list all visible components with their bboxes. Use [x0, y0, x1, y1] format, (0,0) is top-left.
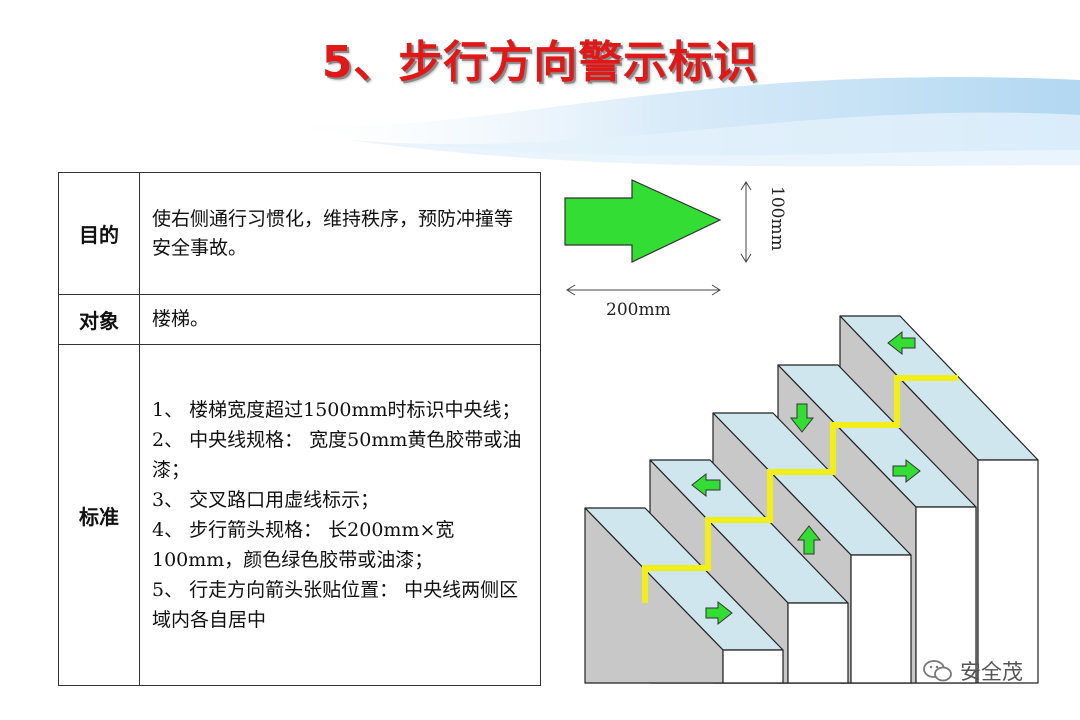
arrow-up-icon: [796, 525, 822, 555]
standard-item: 2、 中央线规格： 宽度50mm黄色胶带或油漆；: [152, 429, 522, 481]
table-row-purpose: 目的 使右侧通行习惯化，维持秩序，预防冲撞等安全事故。: [58, 172, 541, 295]
content-object: 楼梯。: [139, 294, 541, 345]
label-standard: 标准: [58, 344, 140, 686]
arrow-width-label: 200mm: [606, 300, 671, 320]
info-table: 目的 使右侧通行习惯化，维持秩序，预防冲撞等安全事故。 对象 楼梯。 标准 1、…: [58, 172, 541, 686]
arrow-right-icon: [705, 600, 733, 626]
page-title: 5、步行方向警示标识: [321, 37, 759, 88]
standard-item: 5、 行走方向箭头张贴位置： 中央线两侧区域内各自居中: [152, 579, 519, 631]
decorative-wave-background: [250, 77, 1080, 167]
table-row-standard: 标准 1、 楼梯宽度超过1500mm时标识中央线； 2、 中央线规格： 宽度50…: [58, 344, 541, 686]
stair-diagram: 200mm 100mm: [564, 179, 1039, 684]
arrow-left-icon: [691, 472, 721, 498]
direction-arrows: [691, 330, 921, 626]
standard-item: 3、 交叉路口用虚线标示；: [152, 489, 380, 511]
content-standard: 1、 楼梯宽度超过1500mm时标识中央线； 2、 中央线规格： 宽度50mm黄…: [139, 344, 541, 686]
center-line: [642, 375, 958, 603]
label-object: 对象: [58, 294, 140, 345]
green-arrow-icon: [564, 179, 722, 263]
watermark-text: 安全茂: [960, 660, 1023, 684]
wechat-icon: [923, 660, 952, 682]
staircase: [584, 315, 1039, 684]
arrow-height-label: 100mm: [767, 186, 787, 251]
arrow-right-icon: [892, 458, 921, 484]
arrow-down-icon: [789, 403, 815, 433]
standard-item: 1、 楼梯宽度超过1500mm时标识中央线；: [152, 399, 521, 421]
watermark: 安全茂: [922, 656, 1023, 686]
table-row-object: 对象 楼梯。: [58, 294, 541, 345]
arrow-left-icon: [887, 330, 916, 356]
standard-item: 4、 步行箭头规格： 长200mm×宽100mm，颜色绿色胶带或油漆；: [152, 519, 455, 571]
label-purpose: 目的: [58, 172, 140, 295]
arrow-spec: 200mm 100mm: [564, 179, 787, 320]
content-purpose: 使右侧通行习惯化，维持秩序，预防冲撞等安全事故。: [139, 172, 541, 295]
